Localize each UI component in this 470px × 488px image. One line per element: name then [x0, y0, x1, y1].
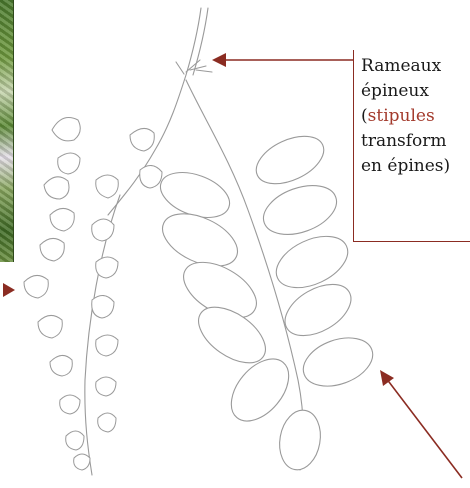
- flower: [96, 257, 118, 278]
- flower: [92, 295, 114, 318]
- flower: [92, 219, 114, 241]
- flower: [50, 208, 74, 231]
- flower: [38, 315, 62, 338]
- callout-stipules: stipules: [368, 106, 435, 126]
- leaflet: [249, 127, 331, 194]
- flower: [44, 177, 69, 199]
- flower: [40, 238, 64, 261]
- photo-arrowhead: [3, 283, 15, 297]
- flower: [96, 175, 119, 198]
- callout-line-2: épineux: [361, 79, 470, 104]
- callout-line-3: (stipules: [361, 104, 470, 129]
- flower: [96, 377, 116, 396]
- flower: [24, 275, 48, 298]
- flower: [74, 454, 90, 470]
- flower: [66, 431, 84, 450]
- leaflet: [297, 329, 380, 395]
- leaflet-arrow: [386, 378, 462, 478]
- flower: [96, 335, 118, 356]
- callout-line-1: Rameaux: [361, 54, 470, 79]
- leaflet: [257, 176, 343, 243]
- thorn-callout: Rameaux épineux (stipules transform en é…: [353, 50, 470, 242]
- callout-paren: (: [361, 106, 368, 126]
- flower: [58, 153, 80, 174]
- leaflet: [275, 407, 325, 473]
- flower: [130, 128, 154, 151]
- thorn-arrowhead: [212, 53, 226, 67]
- flower: [52, 118, 80, 141]
- callout-line-5: en épines): [361, 154, 470, 179]
- flower: [50, 355, 72, 376]
- leaflet-arrowhead: [380, 370, 394, 386]
- callout-line-4: transform: [361, 129, 470, 154]
- flower: [98, 413, 116, 432]
- flower: [140, 165, 162, 188]
- flower: [60, 395, 80, 414]
